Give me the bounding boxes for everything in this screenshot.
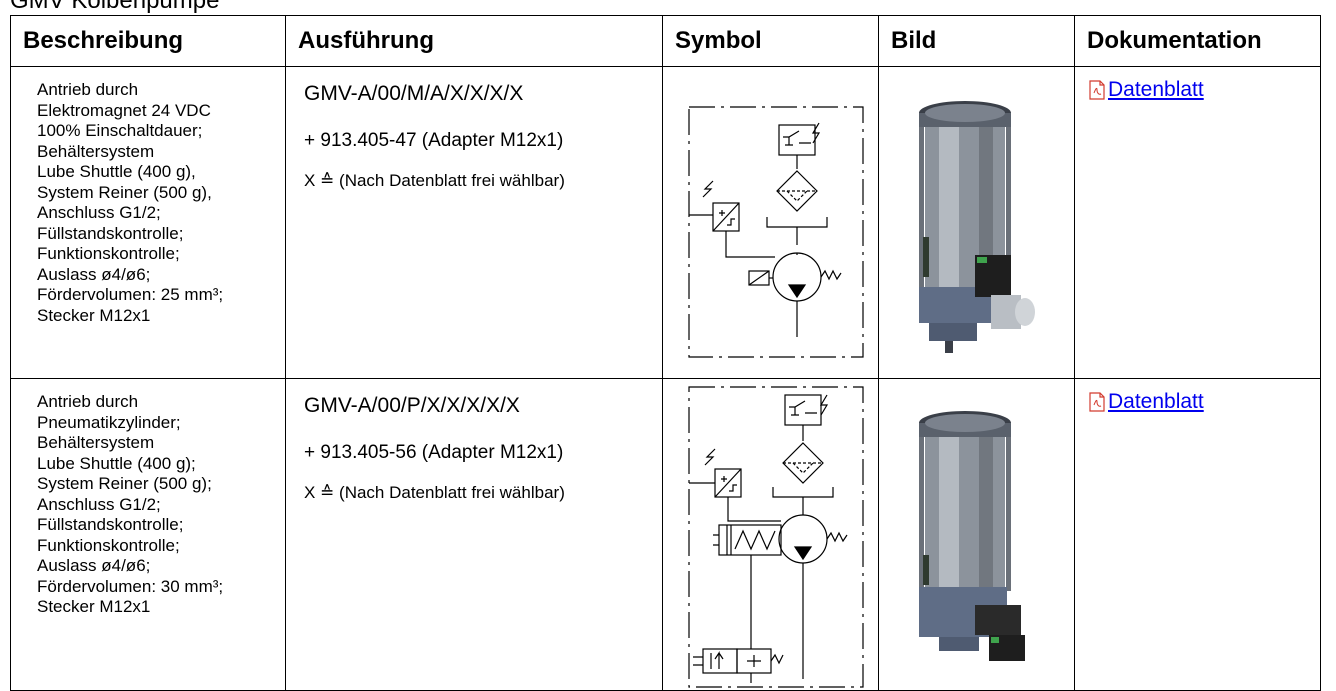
description-line: Funktionskontrolle; — [37, 244, 180, 263]
description-line: System Reiner (500 g), — [37, 182, 212, 202]
image-cell — [878, 378, 1075, 691]
page-heading: GMV Kolbenpumpe — [10, 0, 220, 14]
description-line: Behältersystem — [37, 141, 155, 161]
description-line: Stecker M12x1 — [37, 305, 151, 325]
table-row: Antrieb durch Elektromagnet 24 VDC 100% … — [10, 66, 1321, 379]
variant-cell: GMV-A/00/P/X/X/X/X/X + 913.405-56 (Adapt… — [285, 378, 663, 691]
variant-note: X ≙ (Nach Datenblatt frei wählbar) — [304, 483, 565, 502]
variant-note: X ≙ (Nach Datenblatt frei wählbar) — [304, 171, 565, 190]
hydraulic-symbol-diagram — [688, 106, 864, 358]
image-cell — [878, 66, 1075, 379]
description-line: Anschluss G1/2; — [37, 203, 161, 222]
product-table: Beschreibung Ausführung Symbol Bild Doku… — [10, 15, 1321, 691]
description-line: Fördervolumen: 25 mm³; — [37, 285, 224, 304]
column-header-bild: Bild — [878, 15, 1075, 67]
pump-image — [919, 101, 1035, 353]
description-line: Lube Shuttle (400 g); — [37, 453, 196, 473]
description-cell: Antrieb durch Elektromagnet 24 VDC 100% … — [10, 66, 286, 379]
model-code: GMV-A/00/P/X/X/X/X/X — [304, 394, 520, 417]
description-line: Anschluss G1/2; — [37, 494, 161, 514]
datenblatt-link[interactable]: Datenblatt — [1089, 390, 1204, 414]
table-header-row: Beschreibung Ausführung Symbol Bild Doku… — [10, 15, 1321, 67]
description-line: Pneumatikzylinder; — [37, 412, 181, 432]
adapter-code: + 913.405-56 (Adapter M12x1) — [304, 442, 564, 463]
variant-cell: GMV-A/00/M/A/X/X/X/X + 913.405-47 (Adapt… — [285, 66, 663, 379]
description-line: Auslass ø4/ø6; — [37, 264, 151, 284]
adapter-code: + 913.405-47 (Adapter M12x1) — [304, 130, 564, 151]
description-line: Füllstandskontrolle; — [37, 515, 184, 534]
description-line: System Reiner (500 g); — [37, 474, 212, 493]
description-line: Füllstandskontrolle; — [37, 223, 184, 243]
symbol-cell — [662, 66, 879, 379]
column-header-ausfuehrung: Ausführung — [285, 15, 663, 67]
description-line: Auslass ø4/ø6; — [37, 556, 151, 575]
description-line: Stecker M12x1 — [37, 597, 151, 616]
documentation-cell: Datenblatt — [1074, 378, 1321, 691]
datenblatt-link-label: Datenblatt — [1108, 78, 1204, 101]
description-line: Fördervolumen: 30 mm³; — [37, 576, 224, 596]
table-row: Antrieb durch Pneumatikzylinder; Behälte… — [10, 378, 1321, 691]
column-header-symbol: Symbol — [662, 15, 879, 67]
description-line: Funktionskontrolle; — [37, 535, 180, 555]
description-line: Lube Shuttle (400 g), — [37, 162, 196, 181]
documentation-cell: Datenblatt — [1074, 66, 1321, 379]
description-line: Elektromagnet 24 VDC — [37, 100, 211, 120]
description-line: 100% Einschaltdauer; — [37, 121, 203, 140]
pump-image — [919, 411, 1025, 661]
datenblatt-link[interactable]: Datenblatt — [1089, 78, 1204, 102]
model-code: GMV-A/00/M/A/X/X/X/X — [304, 82, 524, 105]
column-header-dokumentation: Dokumentation — [1074, 15, 1321, 67]
pdf-icon — [1089, 392, 1105, 412]
description-cell: Antrieb durch Pneumatikzylinder; Behälte… — [10, 378, 286, 691]
description-line: Antrieb durch — [37, 80, 139, 99]
description-line: Behältersystem — [37, 433, 155, 452]
symbol-cell — [662, 378, 879, 691]
description-line: Antrieb durch — [37, 392, 139, 411]
hydraulic-symbol-diagram — [688, 386, 864, 688]
column-header-beschreibung: Beschreibung — [10, 15, 286, 67]
datenblatt-link-label: Datenblatt — [1108, 390, 1204, 413]
pdf-icon — [1089, 80, 1105, 100]
